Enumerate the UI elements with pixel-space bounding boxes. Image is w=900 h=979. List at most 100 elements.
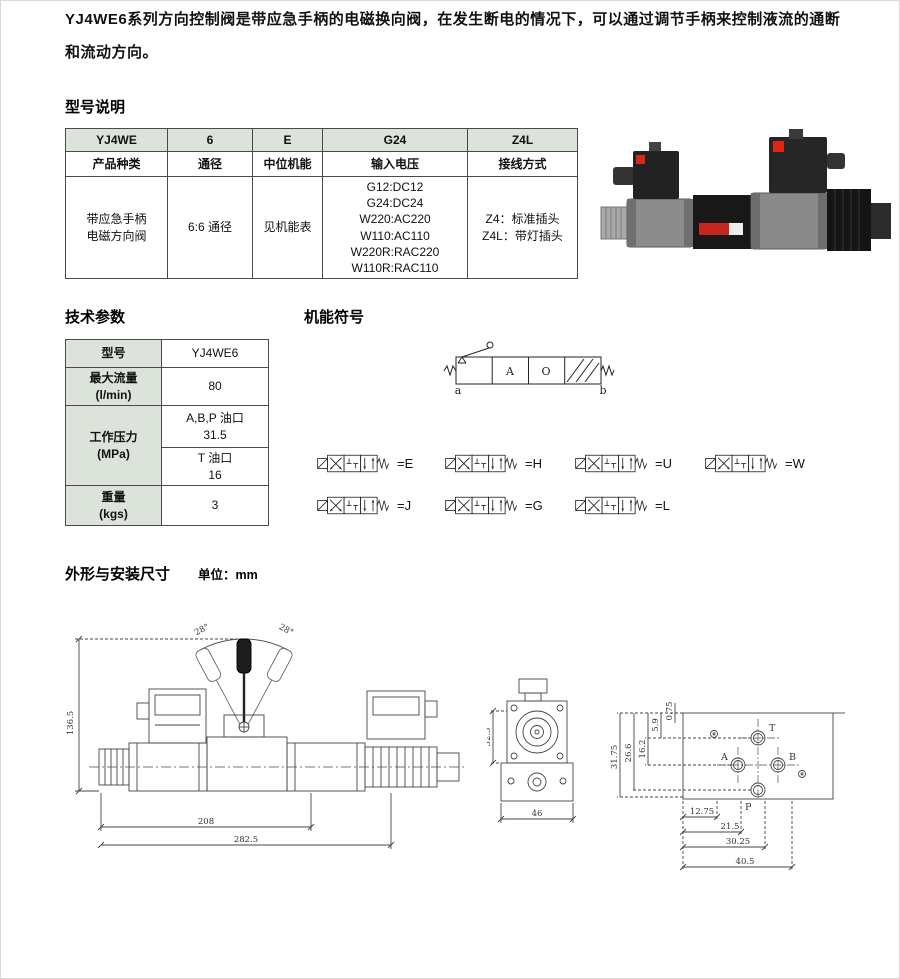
- spool-symbol-j: [317, 496, 390, 515]
- tech-row-weight: 重量 (kgs) 3: [65, 485, 269, 526]
- dim-plate-3175: 31.75: [610, 745, 620, 769]
- tech-row-model: 型号 YJ4WE6: [65, 339, 269, 368]
- mounting-plate-drawing: T A B P 31.75 26.6 16.2 5.9 0.75 12.75 2…: [610, 702, 845, 871]
- model-sub-series: 产品种类: [65, 151, 168, 177]
- spool-symbol-e: [317, 454, 390, 473]
- tech-label-pressure: 工作压力 (MPa): [65, 405, 162, 486]
- spool-symbol-w: [705, 454, 778, 473]
- dims-title-text: 外形与安装尺寸: [65, 566, 171, 583]
- front-view-drawing: 32.5 46: [487, 678, 577, 823]
- symbol-label-h: =H: [525, 456, 542, 471]
- plate-shapes: [617, 703, 845, 871]
- model-detail-connector: Z4：标准插头 Z4L：带灯插头: [467, 176, 578, 279]
- symbol-item-l: =L: [574, 492, 670, 519]
- main-symbol-shapes: [443, 341, 615, 385]
- dim-plate-075: 0.75: [665, 702, 675, 721]
- indicator-led-left: [636, 155, 645, 164]
- symbol-item-h: =H: [444, 450, 542, 477]
- tech-row-pressure-abp: 工作压力 (MPa) A,B,P 油口 31.5: [65, 405, 269, 486]
- symbol-item-w: =W: [704, 450, 805, 477]
- valve-photo-illustration: [600, 129, 891, 251]
- symbol-item-j: =J: [316, 492, 411, 519]
- model-table-header-row: YJ4WE 6 E G24 Z4L: [65, 128, 578, 152]
- lever: [236, 638, 252, 725]
- model-sub-center: 中位机能: [252, 151, 323, 177]
- tech-value-flow: 80: [161, 367, 269, 406]
- model-code-series: YJ4WE: [65, 128, 168, 152]
- dim-side-len2: 282.5: [234, 835, 258, 845]
- model-detail-center: 见机能表: [252, 176, 323, 279]
- model-code-size: 6: [167, 128, 253, 152]
- port-label-t: T: [769, 723, 776, 734]
- port-label-b: B: [789, 752, 796, 763]
- spool-symbol-l: [575, 496, 648, 515]
- model-table-detail-row: 带应急手柄 电磁方向阀 6:6 通径 见机能表 G12:DC12 G24:DC2…: [65, 176, 578, 279]
- symbol-label-e: =E: [397, 456, 414, 471]
- tech-table: 型号 YJ4WE6 最大流量 (l/min) 80 工作压力 (MPa) A,B…: [65, 339, 269, 526]
- model-table-subheader-row: 产品种类 通径 中位机能 输入电压 接线方式: [65, 151, 578, 177]
- spool-symbol-g: [445, 496, 518, 515]
- indicator-led-right: [773, 141, 784, 152]
- dim-front-height: 32.5: [487, 728, 493, 747]
- tech-label-weight: 重量 (kgs): [65, 485, 162, 526]
- model-detail-voltage: G12:DC12 G24:DC24 W220:AC220 W110:AC110 …: [322, 176, 468, 279]
- tech-label-model: 型号: [65, 339, 162, 368]
- main-function-diagram: A O a b: [438, 338, 623, 403]
- symbol-label-l: =L: [655, 498, 670, 513]
- side-view-drawing: 136.5 208 282.5 28° 28°: [66, 622, 466, 849]
- dims-unit-label: 单位：mm: [198, 568, 258, 582]
- symbol-label-u: =U: [655, 456, 672, 471]
- model-detail-series: 带应急手柄 电磁方向阀: [65, 176, 168, 279]
- port-label-a: A: [720, 752, 728, 763]
- dim-plate-1275: 12.75: [690, 807, 714, 817]
- dim-plate-405: 40.5: [736, 857, 755, 867]
- tech-value-pressure-abp: A,B,P 油口 31.5: [161, 405, 269, 448]
- dim-plate-215: 21.5: [721, 822, 740, 832]
- dim-angle-left: 28°: [193, 622, 211, 638]
- dim-plate-266: 26.6: [624, 744, 634, 763]
- section-title-dimensions: 外形与安装尺寸 单位：mm: [65, 563, 258, 584]
- dim-front-width: 46: [532, 809, 543, 819]
- dim-side-height: 136.5: [66, 711, 76, 735]
- intro-paragraph: YJ4WE6系列方向控制阀是带应急手柄的电磁换向阀，在发生断电的情况下，可以通过…: [65, 11, 841, 61]
- dim-plate-162: 16.2: [638, 740, 648, 759]
- symbol-item-e: =E: [316, 450, 413, 477]
- side-view-shapes: [75, 635, 466, 849]
- spool-symbol-u: [575, 454, 648, 473]
- model-code-voltage: G24: [322, 128, 468, 152]
- symbol-label-w: =W: [785, 456, 805, 471]
- port-label-p: P: [745, 802, 752, 813]
- spool-symbol-h: [445, 454, 518, 473]
- tech-row-flow: 最大流量 (l/min) 80: [65, 367, 269, 406]
- model-detail-size: 6:6 通径: [167, 176, 253, 279]
- tech-value-pressure-t: T 油口 16: [161, 447, 269, 486]
- symbol-label-g: =G: [525, 498, 543, 513]
- section-title-symbols: 机能符号: [304, 309, 365, 326]
- brand-label: [699, 223, 729, 235]
- section-title-tech: 技术参数: [65, 309, 126, 326]
- tech-row-pressure-t: T 油口 16: [66, 447, 269, 486]
- main-symbol-label-b: b: [599, 384, 606, 397]
- main-symbol-label-a: a: [455, 384, 462, 397]
- dim-plate-3025: 30.25: [726, 837, 750, 847]
- model-sub-voltage: 输入电压: [322, 151, 468, 177]
- model-code-connector: Z4L: [467, 128, 578, 152]
- dim-plate-59: 5.9: [651, 718, 661, 732]
- tech-label-flow: 最大流量 (l/min): [65, 367, 162, 406]
- section-title-model: 型号说明: [65, 99, 126, 116]
- dim-angle-right: 28°: [277, 622, 295, 638]
- product-photo: [599, 111, 894, 283]
- symbol-item-g: =G: [444, 492, 543, 519]
- main-function-symbol: A O a b: [443, 341, 615, 397]
- main-symbol-cell-o: O: [541, 365, 550, 378]
- model-table: YJ4WE 6 E G24 Z4L 产品种类 通径 中位机能 输入电压 接线方式…: [65, 128, 578, 279]
- symbol-item-u: =U: [574, 450, 672, 477]
- symbol-label-j: =J: [397, 498, 412, 513]
- model-sub-connector: 接线方式: [467, 151, 578, 177]
- main-symbol-cell-a: A: [505, 365, 515, 378]
- valve-photo-group: [600, 129, 891, 251]
- model-sub-size: 通径: [167, 151, 253, 177]
- tech-value-weight: 3: [161, 485, 269, 526]
- dim-side-len1: 208: [198, 817, 214, 827]
